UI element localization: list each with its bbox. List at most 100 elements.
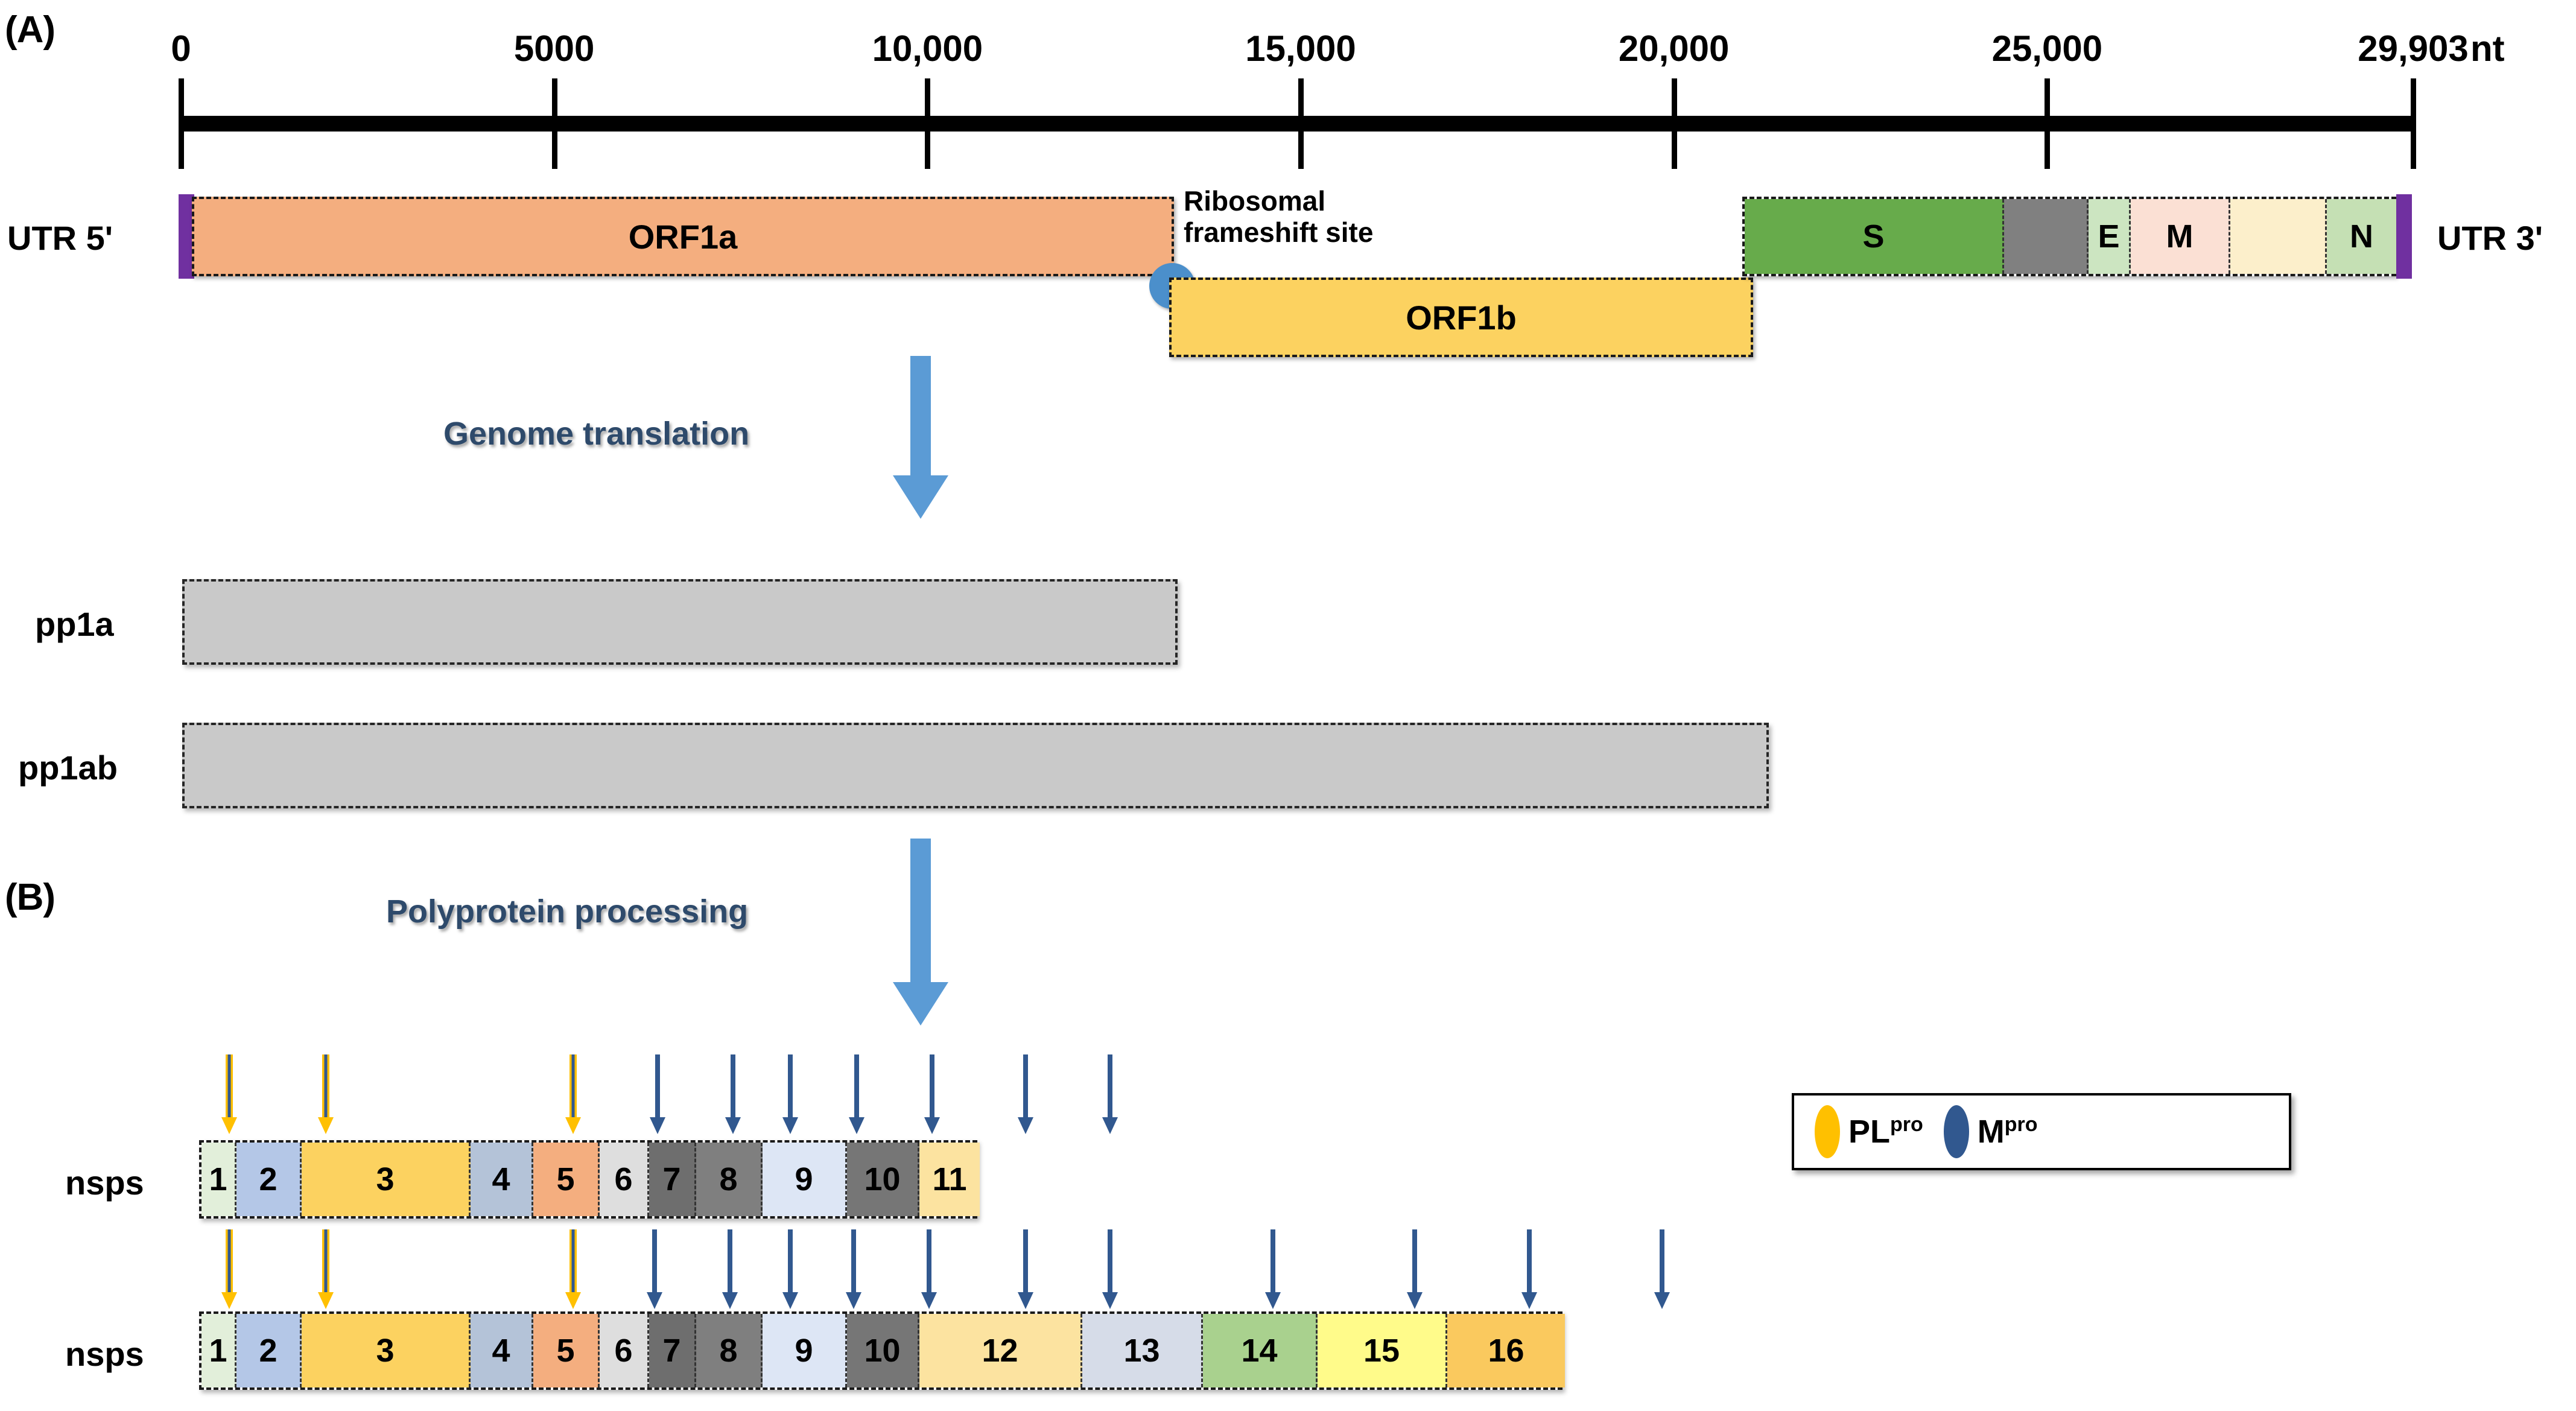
arrow-stem (1660, 1229, 1664, 1293)
orf1b-label: ORF1b (1406, 298, 1517, 337)
arrow-stem (1108, 1229, 1112, 1293)
axis-tick-label: 10,000 (872, 28, 983, 69)
genome-translation-arrow (893, 356, 948, 519)
arrow-head (722, 1292, 738, 1309)
nsp-cell: 10 (847, 1314, 919, 1387)
mpro-cleavage-arrow (647, 1229, 662, 1309)
axis-tick (1298, 78, 1304, 169)
arrow-head (846, 1292, 861, 1309)
axis-tick-label: 20,000 (1618, 28, 1730, 69)
axis-tick-label: 29,903 (2358, 28, 2469, 69)
arrow-head (1018, 1117, 1033, 1134)
panel-b-label: (B) (5, 877, 56, 918)
mpro-cleavage-arrow (921, 1229, 937, 1309)
arrow-stem (652, 1229, 657, 1293)
legend-protease-name: M (1977, 1114, 2005, 1150)
nsp-label: 16 (1488, 1333, 1524, 1369)
structural-gene-cell (2004, 199, 2089, 274)
arrow-head (782, 1117, 798, 1134)
nsp-label: 6 (614, 1161, 633, 1197)
nsp-cell: 2 (236, 1314, 302, 1387)
polyprotein-processing-label: Polyprotein processing (386, 893, 749, 930)
nsp-cell: 8 (696, 1143, 763, 1216)
arrow-head (1521, 1292, 1537, 1309)
axis-unit-label: nt (2470, 28, 2505, 69)
nsp-label: 13 (1123, 1333, 1160, 1369)
nsp-cell: 16 (1447, 1314, 1565, 1387)
legend-label: Mpro (1978, 1113, 2038, 1150)
mpro-legend-dot (1943, 1105, 1969, 1158)
plpro-cleavage-arrow (318, 1054, 334, 1134)
orf1b-box: ORF1b (1169, 277, 1753, 357)
nsp-cell: 9 (763, 1314, 847, 1387)
arrow-head (1407, 1292, 1423, 1309)
nsp-label: 1 (209, 1333, 227, 1369)
axis-tick-label: 5000 (513, 28, 595, 69)
mpro-cleavage-arrow (725, 1054, 741, 1134)
nsp-label: 11 (932, 1161, 967, 1197)
nsp-cell: 13 (1082, 1314, 1203, 1387)
nsp-cell: 1 (201, 1314, 236, 1387)
arrow-stem (1527, 1229, 1532, 1293)
nsp-cell: 6 (600, 1314, 649, 1387)
mpro-cleavage-arrow (1018, 1229, 1033, 1309)
frameshift-callout: Ribosomal frameshift site (1184, 185, 1437, 249)
nsp-label: 9 (795, 1161, 813, 1197)
arrow-head (1102, 1292, 1118, 1309)
structural-gene-cell: N (2327, 199, 2396, 274)
arrow-head (725, 1117, 741, 1134)
axis-tick (925, 78, 931, 169)
mpro-cleavage-arrow (1102, 1054, 1118, 1134)
nsp-cell: 9 (763, 1143, 847, 1216)
arrow-stem (927, 1229, 931, 1293)
nsp-label: 3 (376, 1161, 395, 1197)
structural-gene-cell: E (2089, 199, 2131, 274)
nsp-label: 8 (719, 1333, 738, 1369)
arrow-head (650, 1117, 665, 1134)
nsp-cell: 5 (533, 1314, 600, 1387)
plpro-cleavage-arrow (318, 1229, 334, 1309)
mpro-cleavage-arrow (924, 1054, 940, 1134)
nsp-cell: 4 (471, 1143, 533, 1216)
arrow-stem (569, 1229, 577, 1293)
mpro-cleavage-arrow (849, 1054, 864, 1134)
axis-line (181, 116, 2413, 132)
nsp-cell: 1 (201, 1143, 236, 1216)
nsp-label: 7 (662, 1161, 681, 1197)
arrow-stem (854, 1054, 859, 1118)
arrow-head (1018, 1292, 1033, 1309)
utr3-cap (2396, 194, 2412, 279)
arrow-stem (1108, 1054, 1112, 1118)
mpro-cleavage-arrow (782, 1054, 798, 1134)
axis-tick (551, 78, 557, 169)
arrow-stem (322, 1054, 329, 1118)
arrow-head (849, 1117, 864, 1134)
arrow-stem (788, 1229, 793, 1293)
nsp-cell: 11 (919, 1143, 980, 1216)
arrow-stem (1271, 1229, 1275, 1293)
mpro-cleavage-arrow (1654, 1229, 1670, 1309)
legend-protease-superscript: pro (1890, 1113, 1923, 1136)
utr3-label: UTR 3' (2437, 219, 2543, 257)
arrow-stem (731, 1054, 735, 1118)
nsp-cell: 5 (533, 1143, 600, 1216)
nsp-label: 2 (259, 1333, 278, 1369)
arrow-stem (1412, 1229, 1417, 1293)
frameshift-label-line2: frameshift site (1184, 216, 1374, 248)
nsp-cell: 2 (236, 1143, 302, 1216)
nsp-label: 1 (209, 1161, 227, 1197)
arrow-head (221, 1117, 237, 1134)
mpro-cleavage-arrow (1102, 1229, 1118, 1309)
nsp-label: 10 (864, 1161, 901, 1197)
nsp-label: 14 (1241, 1333, 1278, 1369)
nsp-label: 3 (376, 1333, 395, 1369)
orf1a-label: ORF1a (628, 217, 738, 256)
arrow-head (318, 1117, 334, 1134)
nsp-cell: 4 (471, 1314, 533, 1387)
nsp-label: 4 (492, 1333, 510, 1369)
arrow-stem (322, 1229, 329, 1293)
